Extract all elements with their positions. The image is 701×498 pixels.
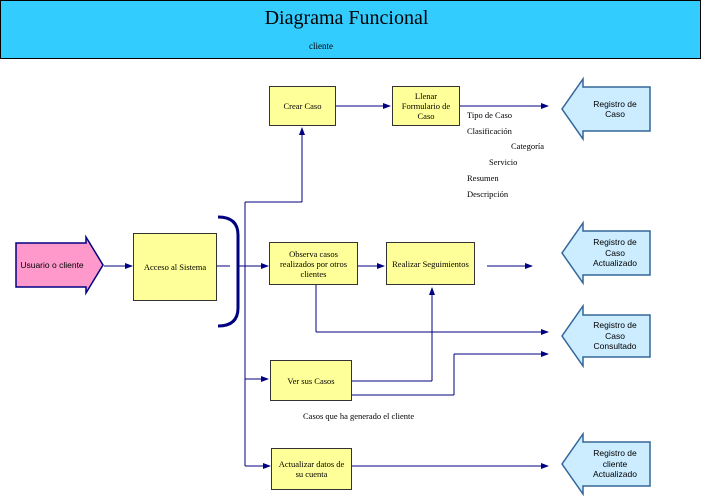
output-cliente: Registro de cliente Actualizado <box>593 448 637 480</box>
output-registro: Registro de Caso <box>593 98 637 120</box>
fill-form-box: Llenar Formulario de Caso <box>392 86 460 126</box>
field-clasificacion: Clasificación <box>467 126 512 136</box>
access-box: Acceso al Sistema <box>133 233 217 301</box>
output-actualizado-shape <box>561 220 651 286</box>
diagram-title: Diagrama Funcional <box>264 7 429 29</box>
field-resumen: Resumen <box>467 173 499 183</box>
output-cliente-shape <box>561 431 651 497</box>
observe-cases-box: Observa casos realizados por otros clien… <box>269 242 358 285</box>
view-cases-box: Ver sus Casos <box>270 360 352 401</box>
user-arrow-shape <box>15 234 104 296</box>
output-registro-shape <box>561 76 651 142</box>
field-tipo: Tipo de Caso <box>467 110 513 120</box>
field-servicio: Servicio <box>489 157 518 167</box>
header-banner <box>0 0 701 59</box>
diagram-subtitle: cliente <box>309 41 333 51</box>
follow-up-box: Realizar Seguimientos <box>386 242 475 285</box>
create-case-box: Crear Caso <box>269 86 336 126</box>
cases-note: Casos que ha generado el cliente <box>303 411 415 421</box>
output-consultado-shape <box>561 303 651 369</box>
field-categoria: Categoría <box>511 141 545 151</box>
update-account-box: Actualizar datos de su cuenta <box>271 448 352 490</box>
user-node: Usuario o cliente <box>20 259 84 270</box>
bracket <box>217 215 240 328</box>
field-descripcion: Descripción <box>467 189 509 199</box>
output-actualizado: Registro de Caso Actualizado <box>593 237 637 269</box>
output-consultado: Registro de Caso Consultado <box>593 320 637 352</box>
